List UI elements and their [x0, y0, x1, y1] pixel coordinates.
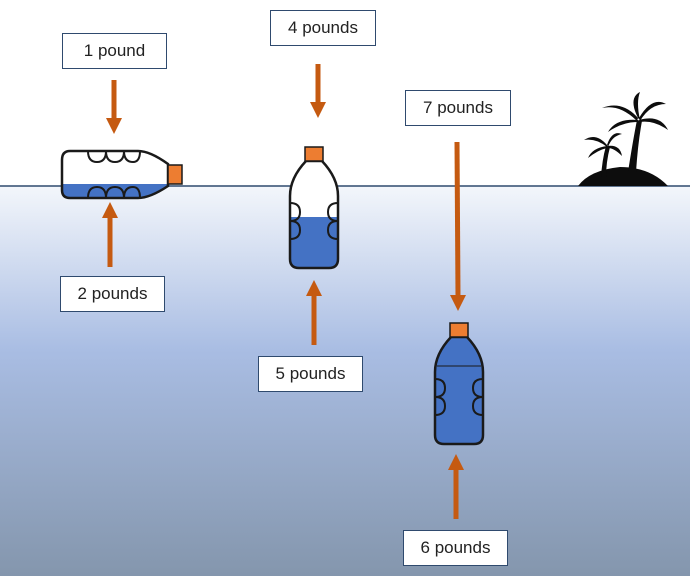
- force-label-down: 7 pounds: [405, 90, 511, 126]
- downward-force-arrow: [106, 80, 122, 134]
- bottle-cap: [304, 146, 324, 162]
- force-label-up: 2 pounds: [60, 276, 165, 312]
- force-arrows: [102, 64, 466, 519]
- upward-force-arrow: [306, 280, 322, 345]
- force-label-up: 6 pounds: [403, 530, 508, 566]
- water-bottle-icon: [288, 146, 340, 270]
- downward-force-arrow: [450, 141, 466, 311]
- bottle-water-fill: [290, 217, 338, 268]
- force-label-down: 1 pound: [62, 33, 167, 69]
- water-bottle-icon: [60, 149, 183, 200]
- force-label-down: 4 pounds: [270, 10, 376, 46]
- force-label-up: 5 pounds: [258, 356, 363, 392]
- downward-force-arrow: [310, 64, 326, 118]
- upward-force-arrow: [102, 202, 118, 267]
- bottle-cap: [449, 322, 469, 338]
- upward-force-arrow: [448, 454, 464, 519]
- palm-tree-island-icon: [578, 92, 668, 186]
- water-bottle-icon: [433, 322, 485, 446]
- bottle-water-fill: [435, 337, 483, 444]
- bottle-cap: [167, 164, 183, 185]
